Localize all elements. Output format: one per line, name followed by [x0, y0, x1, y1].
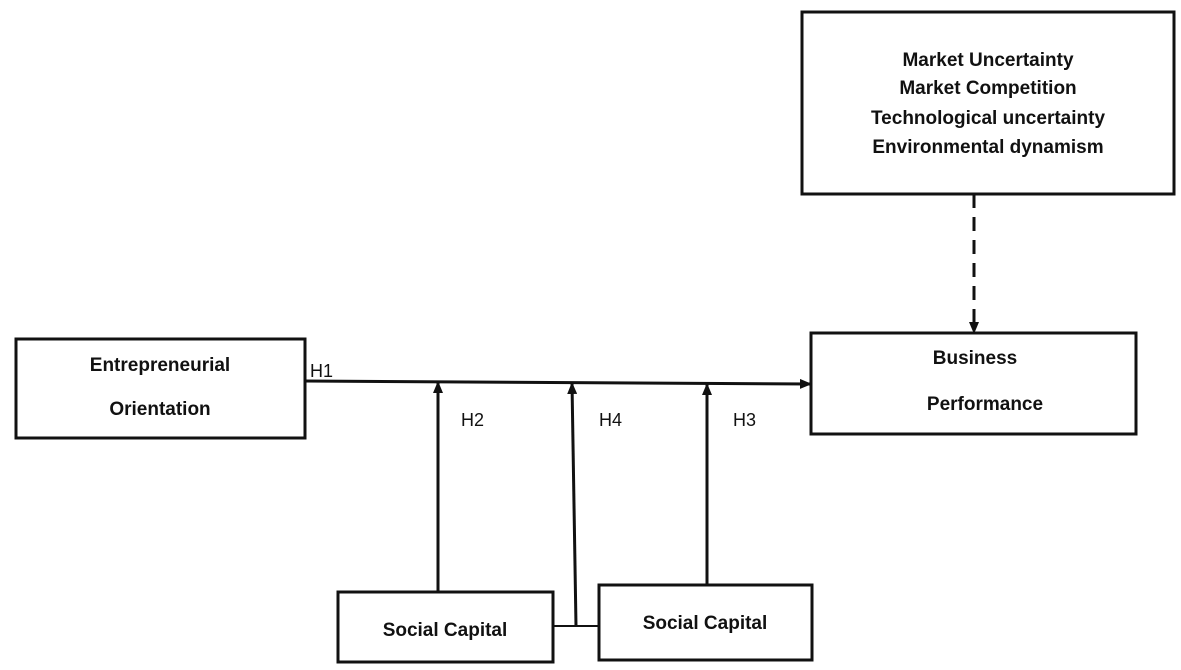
- eo-label-line: Orientation: [109, 399, 210, 420]
- h2-label: H2: [461, 410, 484, 430]
- social-capital-node-1: Social Capital: [336, 590, 555, 664]
- eo-label-line: Entrepreneurial: [90, 355, 230, 376]
- h3-label: H3: [733, 410, 756, 430]
- moderators-node: Market Uncertainty Market Competition Te…: [800, 10, 1176, 196]
- h4-arrow: [567, 382, 578, 627]
- moderator-line: Environmental dynamism: [872, 137, 1103, 158]
- bp-label-line: Performance: [927, 394, 1043, 415]
- entrepreneurial-orientation-node: Entrepreneurial Orientation: [14, 337, 307, 440]
- moderator-line: Technological uncertainty: [871, 108, 1105, 129]
- social-capital-node-2: Social Capital: [597, 583, 814, 662]
- h1-arrow: [304, 378, 812, 389]
- bp-label-line: Business: [933, 348, 1017, 369]
- h1-label: H1: [310, 361, 333, 381]
- h4-label: H4: [599, 410, 622, 430]
- moderator-line: Market Competition: [899, 78, 1076, 99]
- sc2-label: Social Capital: [643, 613, 768, 634]
- moderator-line: Market Uncertainty: [902, 50, 1073, 71]
- sc1-label: Social Capital: [383, 620, 508, 641]
- business-performance-node: Business Performance: [809, 331, 1138, 436]
